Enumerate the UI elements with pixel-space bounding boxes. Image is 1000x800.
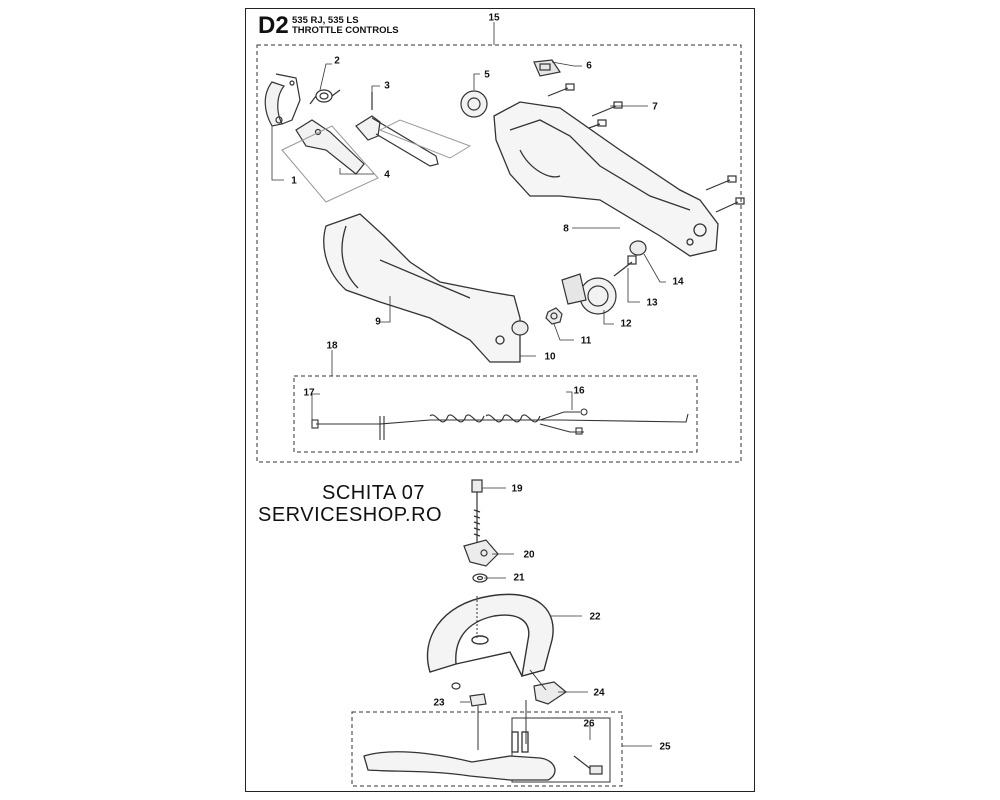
callout-9: 9 — [375, 316, 381, 328]
part-7-screws — [547, 83, 745, 213]
part-2-spring — [309, 89, 341, 105]
callout-8: 8 — [563, 223, 569, 235]
callout-7: 7 — [652, 101, 658, 113]
callout-22: 22 — [589, 611, 601, 623]
callout-12: 12 — [620, 318, 632, 330]
callout-25: 25 — [659, 741, 671, 753]
part-26-bolt — [573, 755, 603, 775]
part-16-cable — [311, 408, 689, 440]
callout-19: 19 — [511, 483, 523, 495]
diagram-title: THROTTLE CONTROLS — [292, 25, 399, 36]
part-14-cap — [629, 240, 647, 256]
callout-11: 11 — [580, 335, 592, 347]
part-5-star-nut — [460, 90, 488, 118]
part-8-handle-half — [493, 101, 719, 257]
callout-20: 20 — [523, 549, 535, 561]
callout-1: 1 — [291, 175, 297, 187]
part-22-loop-handle — [426, 593, 554, 677]
callout-15: 15 — [488, 12, 500, 24]
part-23-clamp — [451, 682, 487, 707]
part-24-clip — [533, 681, 568, 705]
watermark-line-1: SCHITA 07 — [322, 482, 426, 504]
part-20-knob — [463, 539, 499, 567]
callout-26: 26 — [583, 718, 595, 730]
diagram-frame — [245, 8, 755, 792]
part-10-cap — [511, 320, 529, 336]
group-box-25 — [351, 711, 623, 787]
watermark-line-2: SERVICESHOP.RO — [258, 504, 443, 526]
group-box-15 — [256, 44, 742, 463]
part-19-bolt — [471, 479, 483, 545]
callout-4: 4 — [384, 169, 390, 181]
callout-17: 17 — [303, 387, 315, 399]
part-12-clamp — [561, 273, 617, 315]
callout-24: 24 — [593, 687, 605, 699]
callout-5: 5 — [484, 69, 490, 81]
model-names: 535 RJ, 535 LS — [292, 15, 359, 26]
part-3-trigger — [355, 92, 439, 167]
callout-2: 2 — [334, 55, 340, 67]
callout-13: 13 — [646, 297, 658, 309]
callout-16: 16 — [573, 385, 585, 397]
part-4-lock-lever — [295, 119, 365, 175]
callout-23: 23 — [433, 697, 445, 709]
part-11-nut — [545, 307, 563, 325]
callout-14: 14 — [672, 276, 684, 288]
part-25-barrier — [363, 731, 556, 781]
callout-18: 18 — [326, 340, 338, 352]
part-6-switch — [533, 59, 561, 77]
callout-10: 10 — [544, 351, 556, 363]
callout-3: 3 — [384, 80, 390, 92]
callout-21: 21 — [513, 572, 525, 584]
part-9-handle-half — [323, 213, 521, 363]
group-box-18 — [293, 375, 698, 453]
diagram-header: 535 RJ, 535 LS THROTTLE CONTROLS — [292, 16, 399, 36]
part-1-bracket — [264, 73, 301, 127]
part-13-bolt — [613, 255, 637, 277]
callout-6: 6 — [586, 60, 592, 72]
diagram-code: D2 — [258, 12, 289, 39]
